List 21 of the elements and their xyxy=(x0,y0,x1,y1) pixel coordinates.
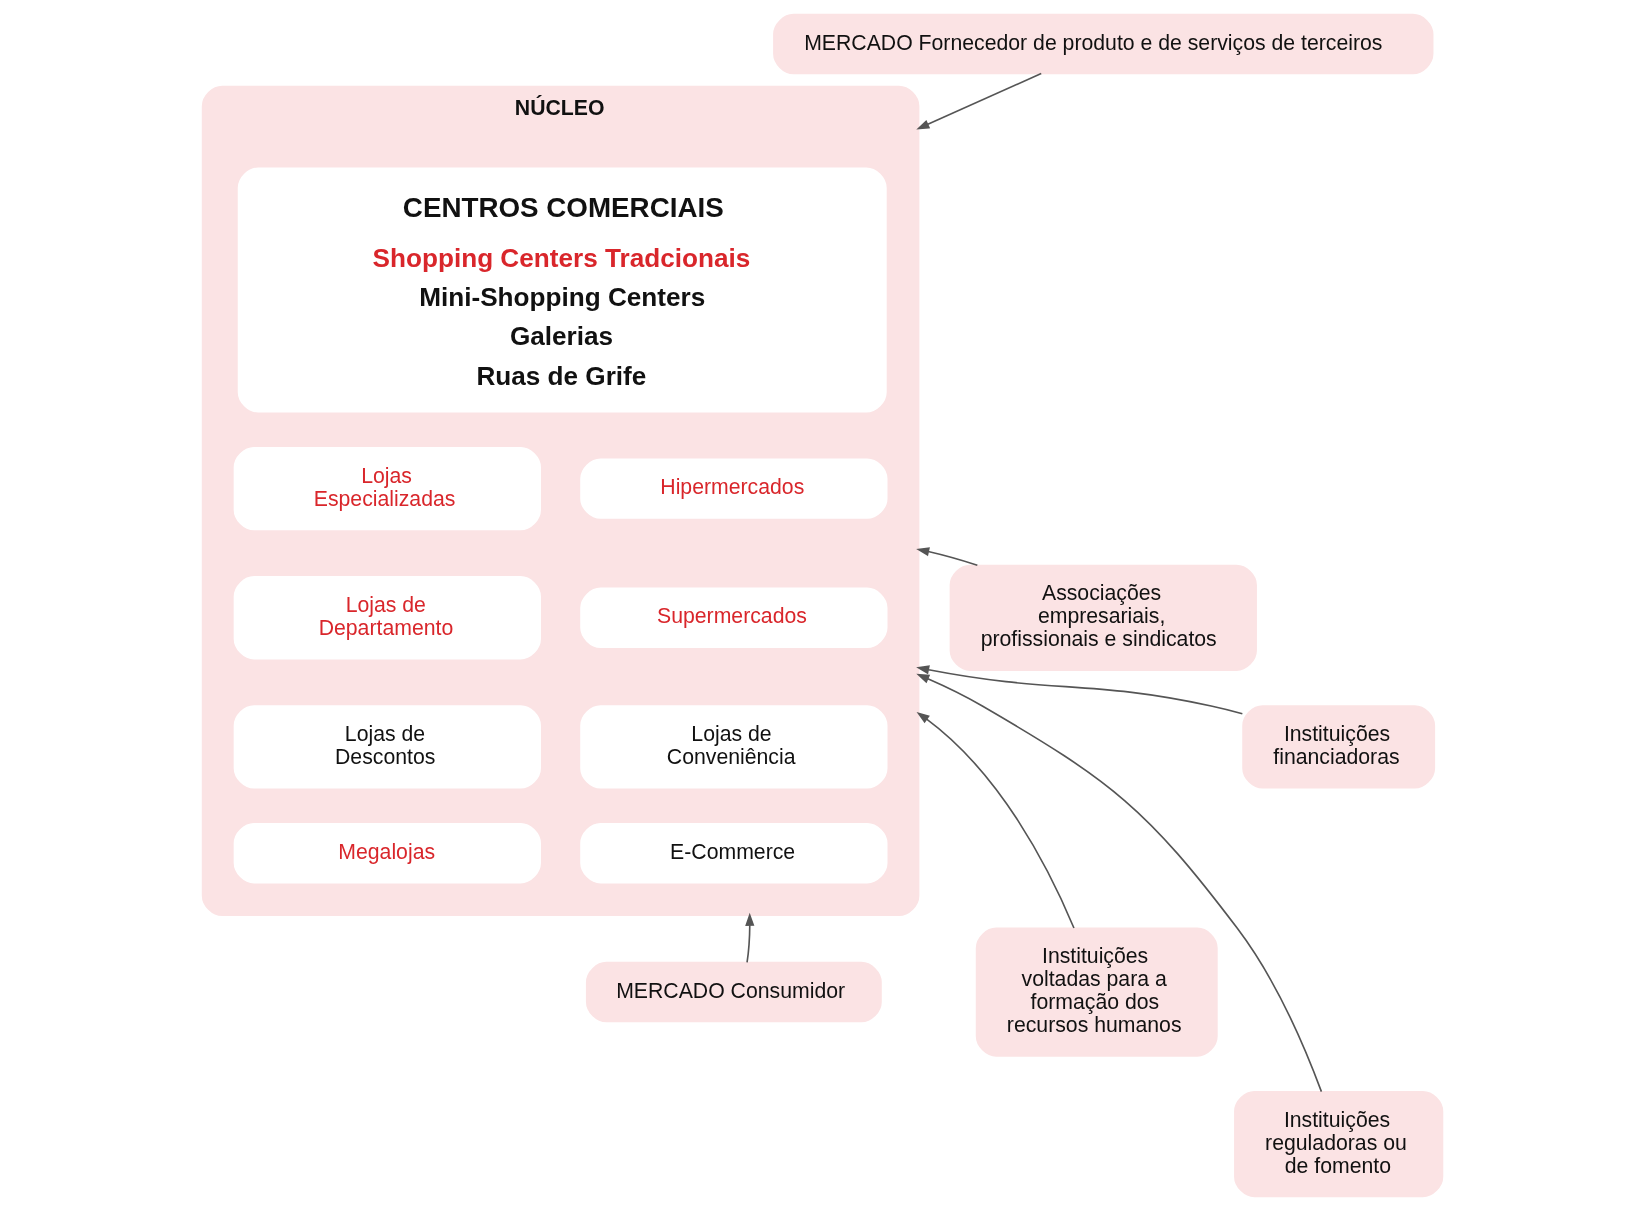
node-box: E-Commerce xyxy=(580,822,888,884)
arrow xyxy=(916,72,1043,130)
node-box: Lojas Especializadas xyxy=(233,446,541,531)
node-box: Instituições reguladoras ou de fomento xyxy=(1234,1090,1444,1198)
node-box: Associações empresariais, profissionais e sindicatos xyxy=(949,564,1257,671)
node-box: Instituições financiadoras xyxy=(1242,705,1436,789)
arrow xyxy=(916,711,1075,929)
node-box: Instituições voltadas para a formação dos recursos humanos xyxy=(975,927,1218,1057)
node-box: Hipermercados xyxy=(580,458,888,519)
node-box: CENTROS COMERCIAIS Shopping Centers Tradcionais Mini-Shopping Centers Galerias Ruas de Grife xyxy=(237,167,887,413)
arrow xyxy=(745,912,755,964)
node-box: Supermercados xyxy=(580,587,888,648)
node-box: Lojas de Conveniência xyxy=(580,705,888,789)
node-box: Megalojas xyxy=(233,822,541,884)
arrow xyxy=(916,665,1244,715)
arrow xyxy=(916,547,979,567)
node-box: Lojas de Departamento xyxy=(233,576,541,660)
arrow xyxy=(916,673,1323,1093)
node-box: Lojas de Descontos xyxy=(233,705,541,789)
node-box: MERCADO Fornecedor de produto e de serviços de terceiros xyxy=(773,13,1434,75)
node-box: MERCADO Consumidor xyxy=(585,961,882,1023)
